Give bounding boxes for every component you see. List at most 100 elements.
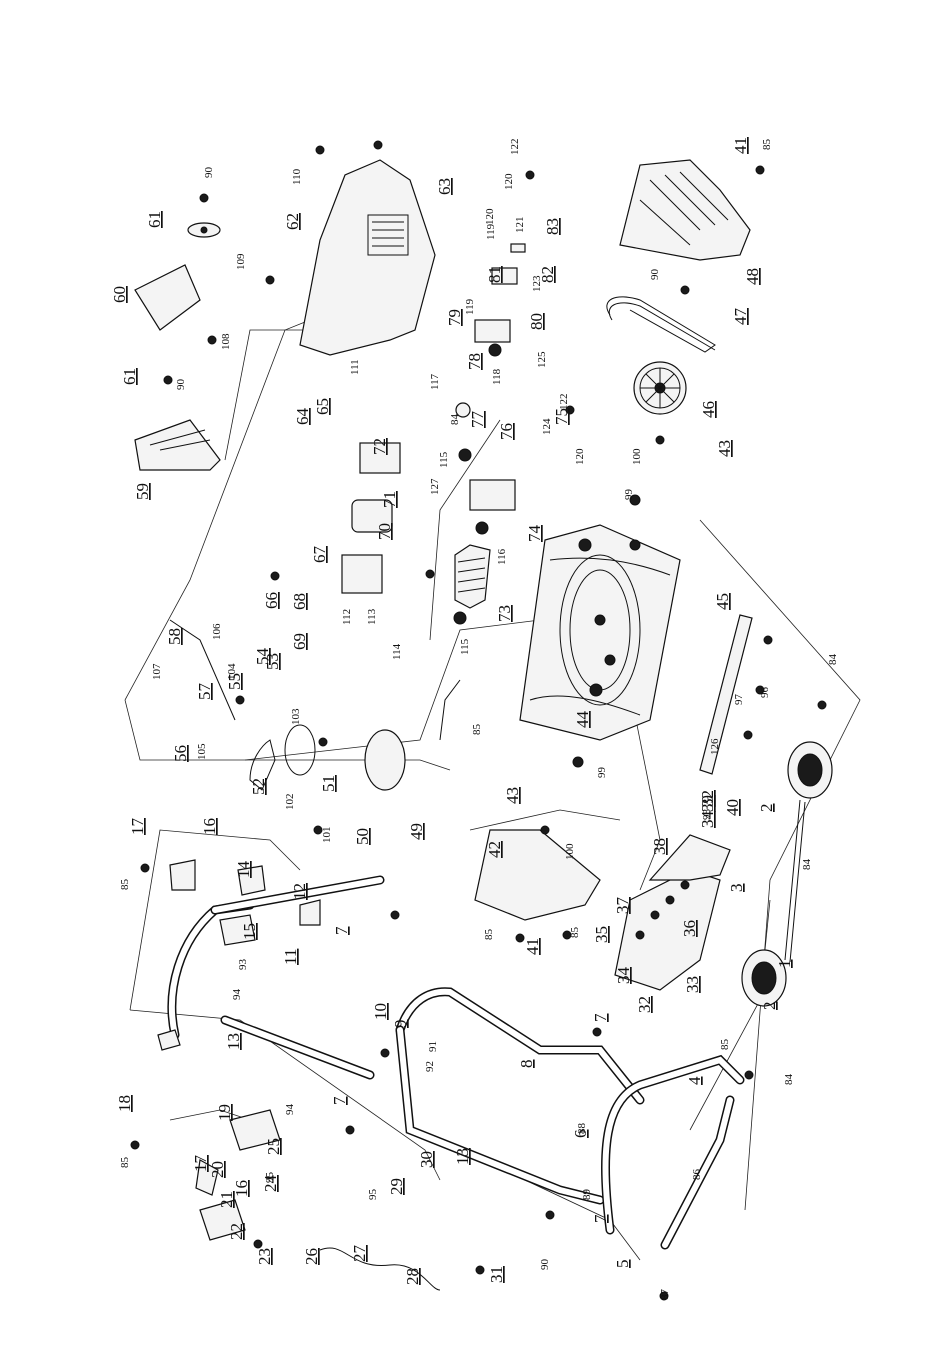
part-label-93: 93	[237, 959, 249, 971]
part-label-115: 115	[438, 451, 450, 468]
part-label-118: 118	[491, 368, 503, 385]
part-label-74: 74	[525, 525, 544, 543]
part-label-46: 46	[699, 401, 718, 418]
height-adjust-frame	[614, 834, 731, 991]
part-label-109: 109	[235, 253, 247, 270]
part-label-17: 17	[191, 1155, 210, 1173]
part-label-112: 112	[341, 609, 353, 625]
part-label-99: 99	[623, 489, 635, 501]
part-label-84: 84	[801, 859, 813, 871]
part-label-123: 123	[531, 275, 543, 292]
part-label-62: 62	[283, 213, 302, 230]
grass-box	[134, 222, 221, 471]
part-label-51: 51	[319, 775, 338, 792]
part-label-24: 24	[261, 1175, 280, 1193]
part-label-28: 28	[403, 1268, 422, 1285]
main-housing	[519, 524, 681, 741]
part-label-115: 115	[459, 638, 471, 655]
part-label-94: 94	[231, 989, 243, 1001]
part-label-100: 100	[631, 448, 643, 465]
part-label-95: 95	[264, 1172, 276, 1184]
part-label-121: 121	[514, 217, 526, 234]
part-label-21: 21	[217, 1191, 236, 1208]
part-label-90: 90	[175, 379, 187, 391]
part-label-85: 85	[719, 1039, 731, 1051]
part-label-48: 48	[743, 268, 762, 285]
part-label-53: 53	[263, 653, 282, 670]
part-label-75: 75	[552, 408, 571, 425]
part-label-7: 7	[591, 1214, 610, 1223]
part-label-58: 58	[165, 628, 184, 645]
part-label-55: 55	[225, 673, 244, 690]
part-label-41: 41	[731, 137, 750, 154]
side-plate	[474, 829, 601, 921]
fasteners	[130, 140, 827, 1301]
part-label-70: 70	[375, 523, 394, 540]
part-label-119: 119	[464, 298, 476, 315]
part-label-7: 7	[332, 926, 351, 935]
part-label-36: 36	[680, 920, 699, 937]
part-label-65: 65	[313, 398, 332, 415]
handle-controls	[157, 619, 461, 1291]
part-label-16: 16	[200, 818, 219, 835]
part-label-90: 90	[649, 269, 661, 281]
part-label-71: 71	[380, 491, 399, 508]
part-label-47: 47	[731, 308, 750, 326]
part-label-27: 27	[350, 1245, 369, 1263]
part-label-34: 34	[614, 967, 633, 985]
part-label-29: 29	[387, 1178, 406, 1195]
part-label-15: 15	[240, 923, 259, 940]
part-label-18: 18	[115, 1095, 134, 1112]
part-label-10: 10	[371, 1003, 390, 1020]
part-label-89: 89	[581, 1189, 593, 1201]
part-label-20: 20	[208, 1161, 227, 1178]
wheels	[741, 741, 833, 1007]
part-label-9: 9	[391, 1020, 410, 1029]
part-label-69: 69	[290, 633, 309, 650]
part-label-85: 85	[761, 139, 773, 151]
part-label-84: 84	[783, 1074, 795, 1086]
part-label-43: 43	[503, 787, 522, 804]
part-label-87: 87	[659, 1289, 671, 1301]
part-label-12: 12	[290, 883, 309, 900]
deck-plate	[699, 614, 753, 775]
part-label-94: 94	[284, 1104, 296, 1116]
part-label-59: 59	[133, 483, 152, 500]
part-label-33: 33	[683, 976, 702, 993]
part-label-85: 85	[471, 724, 483, 736]
part-label-97: 97	[733, 694, 745, 706]
part-label-77: 77	[468, 411, 487, 429]
part-label-99: 99	[596, 767, 608, 779]
part-label-124: 124	[541, 418, 553, 435]
part-label-111: 111	[349, 359, 361, 375]
part-label-3: 3	[727, 884, 746, 893]
part-label-84: 84	[449, 414, 461, 426]
part-label-108: 108	[220, 333, 232, 350]
part-label-125: 125	[536, 351, 548, 368]
part-label-67: 67	[310, 546, 329, 564]
part-label-90: 90	[539, 1259, 551, 1271]
part-label-88: 88	[576, 1123, 588, 1135]
part-label-73: 73	[495, 605, 514, 622]
part-label-84: 84	[827, 654, 839, 666]
part-number-labels: 1223456777789101112131314151616171718192…	[110, 137, 839, 1300]
part-label-7: 7	[591, 1013, 610, 1022]
part-label-31: 31	[487, 1266, 506, 1283]
handle-tubes	[167, 875, 745, 1250]
part-label-120: 120	[484, 208, 496, 225]
part-label-22: 22	[227, 1223, 246, 1240]
part-label-76: 76	[497, 423, 516, 440]
part-label-104: 104	[226, 663, 238, 680]
part-label-85: 85	[483, 929, 495, 941]
motor-parts	[341, 243, 526, 625]
part-label-41: 41	[523, 938, 542, 955]
part-label-17: 17	[128, 818, 147, 836]
part-label-78: 78	[465, 353, 484, 370]
part-label-32: 32	[635, 996, 654, 1013]
part-label-85: 85	[569, 927, 581, 939]
part-label-68: 68	[290, 593, 309, 610]
part-label-39: 39	[698, 795, 717, 812]
part-label-72: 72	[370, 438, 389, 455]
